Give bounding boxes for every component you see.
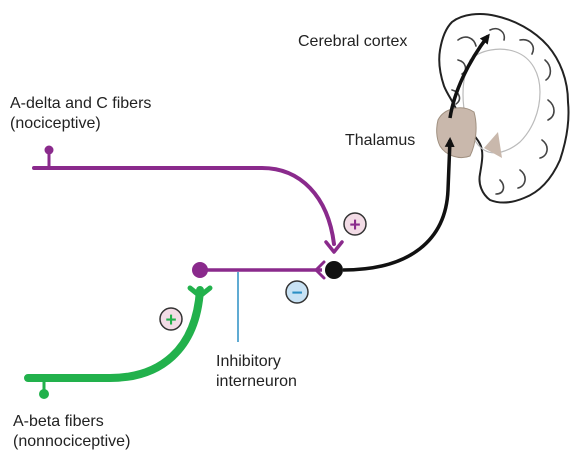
svg-text:+: + [165,310,176,331]
label-abeta-fibers: A-beta fibers [13,412,104,431]
nociceptive-fiber [34,146,342,253]
label-inhibitory: Inhibitory [216,352,281,371]
thalamus-region [437,108,476,158]
label-interneuron: interneuron [216,372,297,391]
label-cerebral-cortex: Cerebral cortex [298,32,407,51]
inhibitory-interneuron [192,262,324,342]
label-abeta-note: (nonnociceptive) [13,432,130,451]
plus-badge-abeta: + [160,308,182,331]
brain-section [437,14,569,202]
svg-text:+: + [349,215,360,236]
svg-text:−: − [291,283,302,304]
plus-badge-nociceptive: + [344,213,366,236]
minus-badge-inhibitory: − [286,281,308,304]
label-nociceptive-fibers: A-delta and C fibers [10,94,151,113]
label-thalamus: Thalamus [345,131,415,150]
abeta-fiber [28,288,210,399]
label-nociceptive-note: (nociceptive) [10,114,101,133]
